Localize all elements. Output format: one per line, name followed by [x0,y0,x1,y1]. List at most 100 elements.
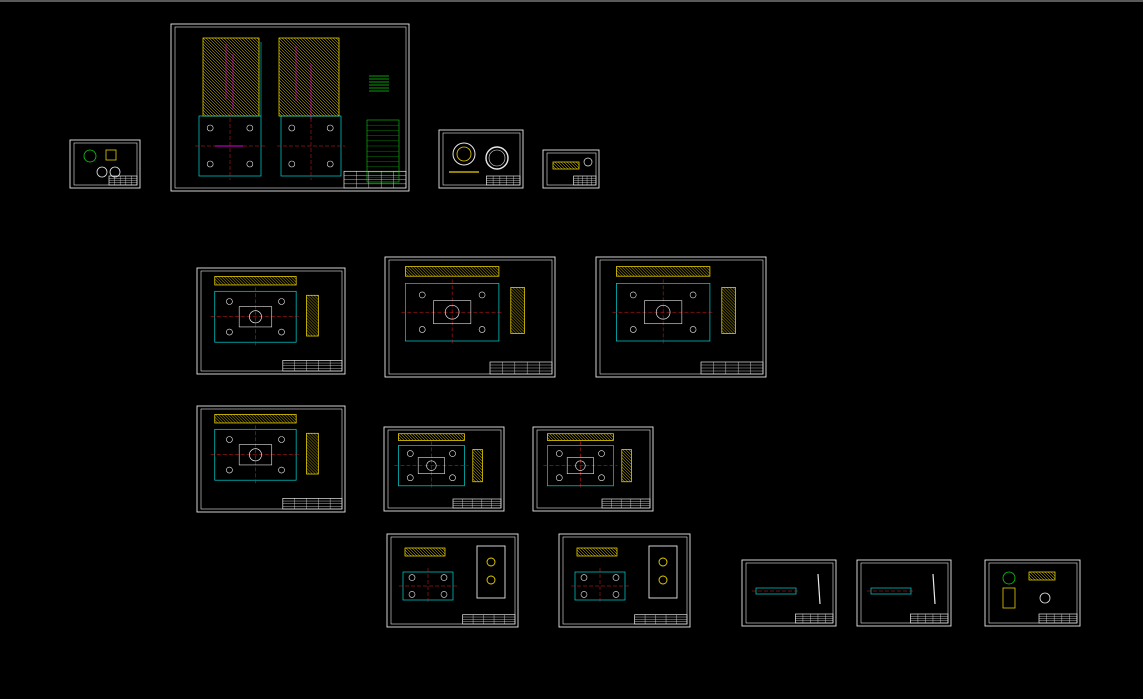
detail-circle [109,166,121,178]
plate-side-section [621,449,632,483]
bolt-hole [226,436,233,443]
hatch-line [621,466,632,477]
hatch-line [278,106,289,117]
drawing-sheet-core-a[interactable] [386,533,519,628]
hatch-line [721,300,736,315]
hatch-line [306,449,319,463]
hatch-line [306,314,319,328]
hatch-line [293,414,297,418]
hatch-line [214,278,221,286]
hatch-line [436,433,444,441]
drawing-sheet-assembly[interactable] [170,23,410,192]
hatch-line [239,414,248,424]
hatch-line [202,49,260,107]
hatch-line [266,276,275,286]
hatch-line [278,79,316,117]
core-cavity [486,575,496,585]
hatch-line [721,288,736,303]
hatch-line [326,37,340,51]
hatch-line [202,85,234,117]
hatch-line [618,266,629,277]
hatch-line [405,270,412,277]
hatch-line [681,266,692,277]
drawing-sheet-pin-c[interactable] [984,559,1081,627]
hatch-line [621,463,632,474]
hatch-line [432,547,442,557]
hatch-line [316,295,319,298]
drawing-sheet-ring-part[interactable] [438,129,524,189]
bolt-hole [478,291,486,299]
hatch-line [281,414,290,424]
drawing-sheet-small-left[interactable] [69,139,141,189]
hatch-line [616,267,626,277]
drawing-sheet-plate-f[interactable] [532,426,654,512]
hatch-line [230,414,239,424]
hatch-line [305,37,340,72]
hatch-line [654,266,665,277]
sheet-outer-frame [170,23,410,192]
hatch-line [405,273,409,277]
hatch-line [215,414,224,424]
hatch-line [425,266,436,277]
central-bore [249,448,262,462]
bolt-hole [598,450,605,457]
hatch-line [621,472,631,482]
drawing-sheet-plate-e[interactable] [383,426,505,512]
drawing-sheet-plate-b[interactable] [384,256,556,378]
hatch-line [423,547,433,557]
bolt-hole [408,574,416,581]
sheet-outer-frame [741,559,837,627]
sheet-outer-frame [532,426,654,512]
hatch-line [202,106,213,117]
hatch-line [440,266,451,277]
hatch-line [413,266,424,277]
hatch-line [472,457,483,468]
hatch-line [497,266,500,268]
sheet-inner-frame [562,536,688,625]
hatch-line [229,37,260,68]
hatch-line [410,266,421,277]
hatch-line [575,161,580,166]
hatch-line [306,326,316,337]
hatch-line [663,266,674,277]
hatch-line [690,266,701,277]
hatch-line [232,37,260,65]
hatch-line [557,161,566,170]
bolt-hole [206,124,214,132]
hatch-line [256,37,260,41]
drawing-sheet-plate-c[interactable] [595,256,767,378]
hatch-line [1044,571,1054,581]
hatch-line [306,437,319,451]
hatch-line [263,414,272,424]
drawing-sheet-core-b[interactable] [558,533,691,628]
hatch-line [510,297,525,312]
drawing-sheet-plate-d[interactable] [196,405,346,513]
hatch-line [1038,571,1048,581]
drawing-sheet-plate-a[interactable] [196,267,346,375]
hatch-line [573,433,581,441]
drawing-sheet-small-part[interactable] [542,149,600,189]
hatch-line [693,266,704,277]
hatch-line [610,547,618,555]
hatch-line [202,112,207,117]
hatch-line [278,52,340,114]
hatch-line [560,161,569,170]
hatch-line [580,547,590,557]
bolt-hole [278,328,285,336]
hatch-line [472,472,482,482]
hatch-line [438,547,446,555]
hatch-line [202,79,240,117]
hatch-line [278,88,307,117]
hatch-line [437,266,448,277]
hatch-line [306,317,319,331]
drawing-sheet-pin-b[interactable] [856,559,952,627]
hatch-line [621,454,632,465]
hatch-line [403,433,411,441]
hatch-line [583,547,593,557]
hatch-line [251,414,260,424]
hatch-line [721,294,736,309]
hatch-line [552,165,557,170]
drawing-sheet-pin-a[interactable] [741,559,837,627]
hatch-line [415,433,423,441]
